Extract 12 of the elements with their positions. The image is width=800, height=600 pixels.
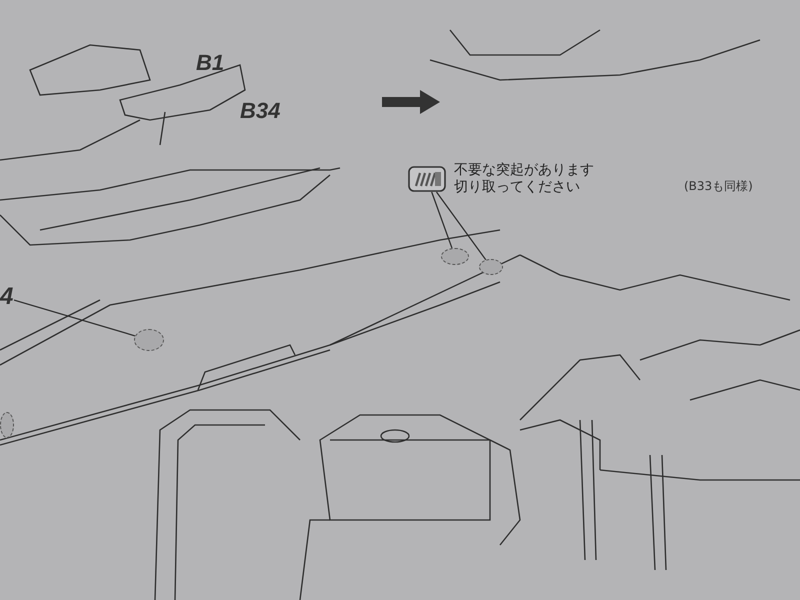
leader-line (436, 192, 486, 260)
dashed-ellipse (134, 329, 164, 351)
leader-line (14, 300, 136, 336)
part-label: B1 (196, 50, 224, 76)
dashed-ellipse (441, 248, 469, 265)
part-label: B34 (240, 98, 280, 124)
dashed-ellipse (479, 259, 503, 275)
note-text: 不要な突起があります切り取ってください (454, 162, 595, 196)
note-text: (B33も同様) (684, 178, 753, 195)
dashed-ellipse (0, 412, 14, 438)
hatched-box-icon (408, 166, 446, 192)
leader-line (431, 192, 453, 248)
